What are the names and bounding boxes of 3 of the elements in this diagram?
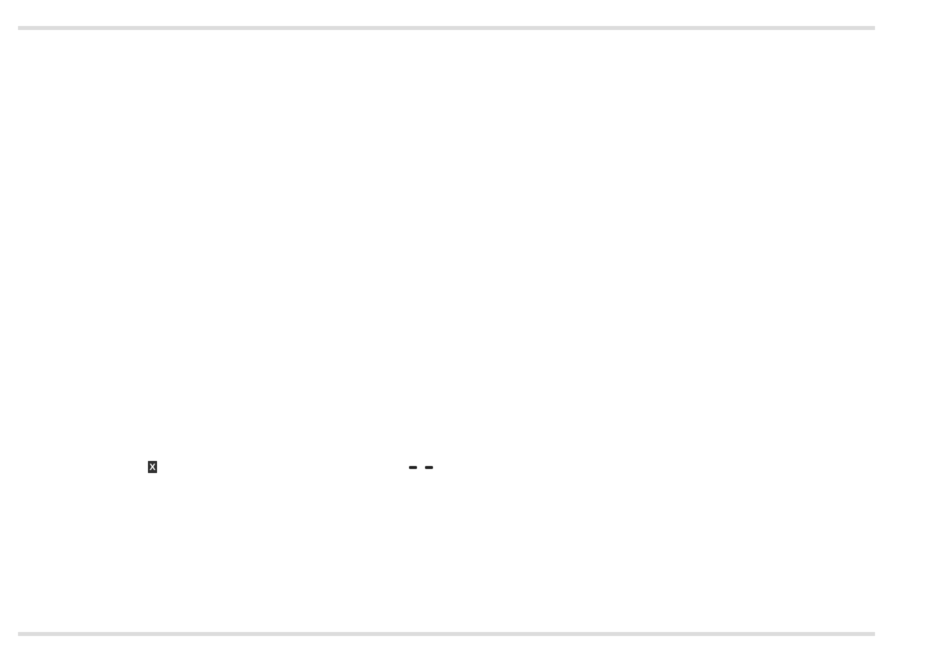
marked-box: X xyxy=(148,461,157,473)
dash-mark xyxy=(409,466,417,469)
dash-mark xyxy=(425,466,433,469)
